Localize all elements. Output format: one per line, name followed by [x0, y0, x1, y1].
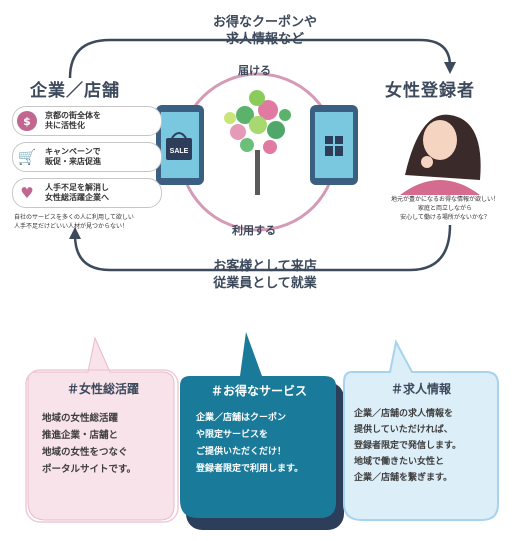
pill-2-line2: 販促・来店促進 — [45, 157, 101, 166]
left-note-line1: 自社のサービスを多くの人に利用して欲しい — [14, 214, 134, 221]
arc-bottom-label: 利用する — [232, 224, 276, 237]
sale-tag: SALE — [170, 148, 189, 155]
cart-icon: 🛒 — [17, 148, 37, 166]
right-note-line2: 家庭と両立しながら — [417, 205, 472, 212]
bubble-1-shape — [27, 336, 175, 521]
bubble-3-line: 企業／店舗の求人情報を — [354, 409, 454, 419]
bubble-3-line: 登録者限定で発信します。 — [354, 441, 462, 451]
benefit-pill-2: 🛒 キャンペーンで販促・来店促進 — [12, 142, 162, 172]
right-note-line1: 地元が豊かになるお得な情報が欲しい！ — [390, 196, 499, 203]
pill-1-line2: 共に活性化 — [45, 121, 85, 130]
bubble-3-line: 提供していただければ、 — [354, 425, 453, 435]
bubble-2-line: 登録者限定で利用します。 — [196, 464, 304, 474]
bubble-1-line: ポータルサイトです。 — [42, 464, 137, 475]
top-caption-line2: 求人情報など — [225, 32, 304, 47]
bottom-caption-line2: 従業員として就業 — [213, 276, 317, 291]
left-note-line2: 人手不足だけどいい人材が見つからない！ — [14, 223, 129, 230]
bottom-caption-line1: お客様として来店 — [213, 259, 317, 274]
left-title: 企業／店舗 — [30, 81, 120, 101]
right-phone-icon — [310, 105, 358, 185]
arc-top-label: 届ける — [238, 64, 271, 77]
left-phone-icon — [156, 105, 204, 185]
bottom-caption: お客様として来店 従業員として就業 — [175, 258, 355, 292]
bubble-3-shape — [343, 339, 499, 521]
right-note: 地元が豊かになるお得な情報が欲しい！ 家庭と両立しながら 安心して働ける場所がな… — [380, 195, 510, 222]
pill-3-line1: 人手不足を解消し — [45, 183, 109, 192]
top-arrowhead — [444, 62, 456, 74]
bubble-2-line: や限定サービスを — [196, 430, 269, 440]
bubble-2-line: 企業／店舗はクーポン — [196, 413, 287, 423]
bubbles-svg — [25, 332, 499, 530]
bottom-arrowhead — [69, 227, 81, 239]
bubble-2-body: 企業／店舗はクーポン や限定サービスを ご提供いただくだけ！ 登録者限定で利用し… — [196, 410, 303, 478]
bubble-2-title: ＃お得なサービス — [210, 384, 307, 398]
tree-illustration — [224, 90, 291, 195]
woman-illustration — [400, 114, 481, 195]
bubble-3-title: ＃求人情報 — [390, 382, 451, 396]
bubble-1-line: 地域の女性総活躍 — [42, 413, 119, 424]
bubble-1-body: 地域の女性総活躍 推進企業・店舗と 地域の女性をつなぐ ポータルサイトです。 — [42, 410, 136, 478]
bubble-2-line: ご提供いただくだけ！ — [196, 447, 287, 457]
right-title: 女性登録者 — [385, 81, 475, 101]
bottom-loop-arrow — [73, 224, 452, 272]
pill-3-line2: 女性総活躍企業へ — [45, 193, 109, 202]
bubble-1-title: ＃女性総活躍 — [66, 382, 139, 396]
bubble-3-body: 企業／店舗の求人情報を 提供していただければ、 登録者限定で発信します。 地域で… — [354, 406, 461, 486]
pill-2-line1: キャンペーンで — [45, 147, 101, 156]
bubble-3-line: 地域で働きたい女性と — [354, 457, 445, 467]
bubble-1-line: 推進企業・店舗と — [42, 430, 119, 441]
top-caption-line1: お得なクーポンや — [212, 15, 317, 30]
heart-icon: ♥ — [20, 184, 34, 202]
bubble-1-line: 地域の女性をつなぐ — [42, 447, 128, 458]
dollar-icon: $ — [17, 111, 37, 131]
pill-1-line1: 京都の街全体を — [45, 111, 101, 120]
benefit-pill-1: $ 京都の街全体を共に活性化 — [12, 106, 162, 136]
cycle-diagram: SALE — [68, 38, 481, 272]
benefit-pill-3: ♥ 人手不足を解消し女性総活躍企業へ — [12, 178, 162, 208]
top-caption: お得なクーポンや 求人情報など — [175, 14, 355, 48]
top-loop-arrow — [68, 38, 452, 79]
bubble-2-shape — [180, 332, 336, 518]
left-note: 自社のサービスを多くの人に利用して欲しい 人手不足だけどいい人材が見つからない！ — [14, 213, 134, 231]
bubble-3-line: 企業／店舗を繋ぎます。 — [354, 473, 453, 483]
right-note-line3: 安心して働ける場所がないかな？ — [400, 214, 490, 221]
